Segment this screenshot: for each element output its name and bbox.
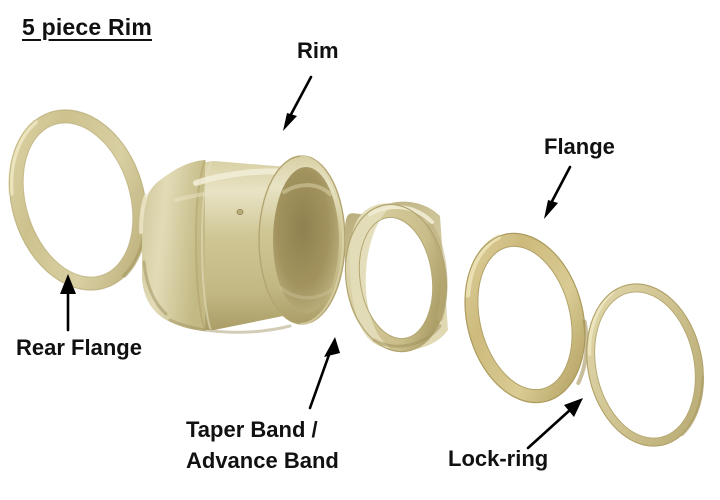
arrow-taper-band bbox=[308, 337, 340, 410]
label-lock-ring: Lock-ring bbox=[448, 446, 549, 471]
arrow-flange bbox=[544, 165, 572, 219]
part-flange bbox=[464, 232, 589, 404]
annotation-arrows bbox=[60, 75, 583, 450]
label-flange: Flange bbox=[544, 134, 615, 159]
label-taper-band: Taper Band / Advance Band bbox=[186, 414, 339, 476]
label-rim: Rim bbox=[297, 38, 339, 63]
part-taper-band bbox=[344, 201, 448, 353]
label-taper-band-line-2: Advance Band bbox=[186, 448, 339, 474]
arrow-rim bbox=[283, 75, 313, 131]
page-title: 5 piece Rim bbox=[22, 14, 153, 40]
part-rim bbox=[139, 155, 346, 334]
arrow-lock-ring bbox=[526, 398, 583, 450]
label-rear-flange: Rear Flange bbox=[16, 335, 142, 360]
part-lock-ring bbox=[586, 283, 705, 447]
label-taper-band-line-1: Taper Band / bbox=[186, 417, 318, 442]
arrow-rear-flange bbox=[60, 274, 76, 332]
